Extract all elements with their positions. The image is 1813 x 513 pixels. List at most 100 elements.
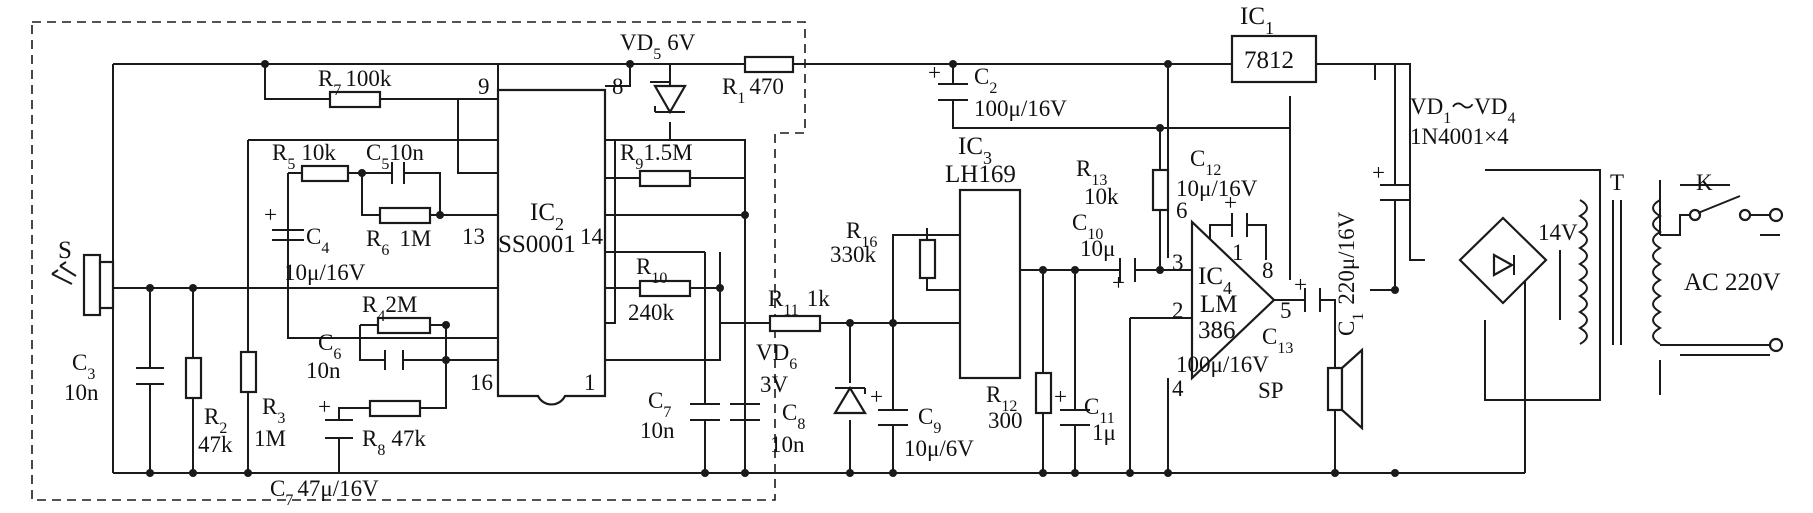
svg-text:C8: C8: [782, 400, 805, 433]
speaker-label: SP: [1258, 378, 1284, 403]
resistor-r9: R91.5M: [620, 140, 693, 188]
capacitor-c9: + C9 10μ/6V: [870, 384, 974, 461]
r16-value: 330k: [830, 242, 877, 267]
svg-text:C9: C9: [918, 404, 941, 437]
ic1-7812: IC1 7812: [1230, 3, 1318, 84]
sensor-s: S: [51, 237, 115, 317]
svg-text:C6: C6: [318, 330, 341, 363]
capacitor-c2: + C2 100μ/16V: [928, 60, 1067, 121]
c4-value: 10μ/16V: [284, 260, 366, 285]
svg-text:IC2: IC2: [530, 199, 564, 234]
svg-text:R42M: R42M: [362, 292, 417, 325]
switch-k: K: [1688, 170, 1752, 222]
resistor-r2: R2 47k: [184, 356, 233, 457]
svg-text:C510n: C510n: [366, 140, 424, 173]
capacitor-c12: + C12 10μ/16V: [1176, 146, 1258, 237]
r10-value: 240k: [628, 300, 675, 325]
vd6-value: 3V: [760, 372, 789, 397]
r3-value: 1M: [254, 426, 286, 451]
svg-text:C13: C13: [1262, 324, 1293, 357]
svg-text:C11: C11: [1084, 394, 1115, 427]
svg-text:IC3: IC3: [958, 133, 992, 168]
capacitor-c13: + C13 100μ/16V: [1176, 272, 1321, 377]
resistor-r12: R12 300: [986, 371, 1053, 433]
capacitor-c1: + C1220μ/16V: [1334, 160, 1410, 336]
ic4-pin-5: 5: [1280, 298, 1292, 323]
speaker-sp: SP: [1258, 347, 1364, 431]
ic1-part: 7812: [1244, 47, 1294, 74]
svg-text:R10: R10: [636, 254, 667, 287]
c13-value: 100μ/16V: [1176, 352, 1269, 377]
resistor-r3: R3 1M: [239, 350, 286, 451]
ic2-pin-16: 16: [470, 370, 493, 395]
ic2-pin-9: 9: [478, 74, 490, 99]
capacitor-c11: + C11 1μ: [1054, 384, 1116, 445]
svg-text:+: +: [1112, 270, 1125, 295]
switch-label: K: [1696, 170, 1713, 195]
resistor-r4: R42M: [362, 292, 432, 335]
svg-text:R3: R3: [262, 394, 285, 427]
c6-value: 10n: [306, 358, 341, 383]
ic3-lh169: IC3 LH169: [945, 133, 1022, 380]
svg-text:C10: C10: [1072, 210, 1103, 243]
ic4-lm386: IC4 LM 386: [1190, 219, 1276, 381]
svg-text:IC4: IC4: [1198, 263, 1232, 298]
zener-vd6: VD6 3V: [756, 340, 867, 415]
svg-text:R2: R2: [204, 404, 227, 437]
ic2-pin-13: 13: [462, 224, 485, 249]
svg-text:IC1: IC1: [1240, 3, 1274, 38]
c11-value: 1μ: [1092, 420, 1116, 445]
svg-text:C4: C4: [306, 224, 329, 257]
svg-text:+: +: [264, 202, 277, 227]
svg-text:+: +: [870, 384, 883, 409]
c7a-value: 10n: [640, 418, 675, 443]
svg-text:VD1～VD4: VD1～VD4: [1410, 94, 1515, 127]
resistor-r10: R10 240k: [628, 254, 692, 325]
sensor-module-enclosure: [31, 21, 806, 501]
sensor-label: S: [58, 237, 72, 264]
capacitor-c3: C3 10n: [64, 350, 164, 405]
r12-value: 300: [988, 408, 1023, 433]
svg-text:C7: C7: [648, 388, 671, 421]
capacitor-c4: + C4 10μ/16V: [264, 202, 366, 285]
ic4-pin-4: 4: [1172, 376, 1184, 401]
c3-value: 10n: [64, 380, 99, 405]
c2-value: 100μ/16V: [974, 96, 1067, 121]
svg-text:R16: R16: [846, 218, 877, 251]
transformer-t: T 14V: [1538, 170, 1663, 345]
r13-value: 10k: [1084, 184, 1119, 209]
ic2-ref: IC: [530, 199, 555, 226]
c10-value: 10μ: [1080, 236, 1115, 261]
c12-value: 10μ/16V: [1176, 176, 1258, 201]
ic4-pins: 6 1 8 3 2 5 4: [1172, 198, 1292, 401]
resistor-r13: R13 10k: [1076, 156, 1170, 212]
svg-text:C3: C3: [72, 350, 95, 383]
svg-text:+: +: [1294, 272, 1307, 297]
mains-label: AC 220V: [1684, 269, 1781, 296]
capacitor-c10: + C10 10μ: [1072, 210, 1136, 295]
svg-text:+: +: [318, 394, 331, 419]
ic2-pin-14: 14: [580, 224, 604, 249]
bridge-rectifier: VD1～VD4 1N4001×4: [1410, 94, 1548, 305]
svg-text:C2: C2: [974, 64, 997, 97]
svg-text:C1220μ/16V: C1220μ/16V: [1334, 211, 1367, 336]
capacitor-c6: C6 10n: [306, 330, 404, 383]
bridge-part: 1N4001×4: [1410, 124, 1509, 149]
capacitor-c5: C510n: [366, 140, 424, 184]
ic2-pin-8: 8: [612, 74, 624, 99]
c9-value: 10μ/6V: [904, 436, 974, 461]
c8-value: 10n: [770, 432, 805, 457]
ic4-pin-6: 6: [1176, 198, 1188, 223]
